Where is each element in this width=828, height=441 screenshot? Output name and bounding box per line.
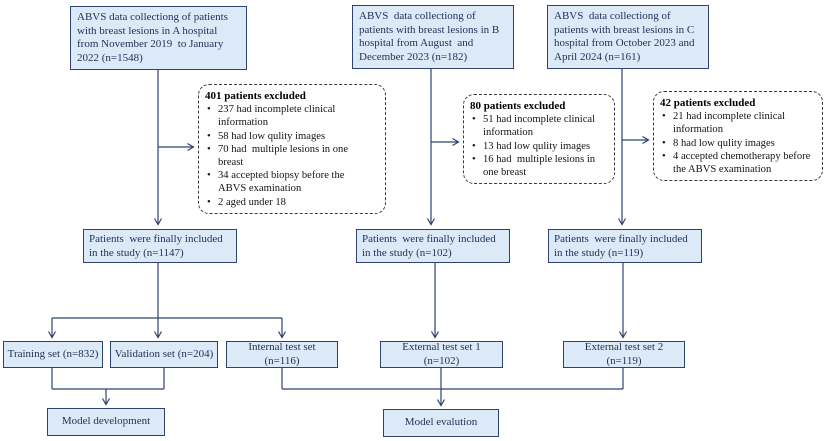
model-evaluation-text: Model evalution bbox=[404, 416, 478, 429]
bullet-icon bbox=[205, 103, 218, 129]
internal-test-set-text: Internal test set (n=116) bbox=[248, 341, 316, 367]
training-set-box: Training set (n=832) bbox=[3, 341, 103, 368]
hospital-a-text: ABVS data collectiong of patients with b… bbox=[77, 11, 228, 64]
model-development-text: Model development bbox=[61, 415, 151, 428]
external-test-set-1-box: External test set 1 (n=102) bbox=[380, 341, 503, 368]
validation-set-text: Validation set (n=204) bbox=[114, 347, 214, 360]
internal-test-set-box: Internal test set (n=116) bbox=[226, 341, 338, 368]
external-test-set-1-text: External test set 1 (n=102) bbox=[402, 341, 481, 367]
bullet-icon bbox=[205, 130, 218, 143]
bullet-icon bbox=[205, 196, 218, 209]
exclusion-item: 8 had low qulity images bbox=[660, 137, 816, 150]
bullet-icon bbox=[660, 110, 673, 136]
exclusion-item: 237 had incomplete clinical information bbox=[205, 103, 379, 129]
bullet-icon bbox=[470, 113, 483, 139]
exclusion-a-box: 401 patients excluded 237 had incomplete… bbox=[198, 84, 386, 214]
exclusion-item: 16 had multiple lesions in one breast bbox=[470, 153, 608, 179]
included-b-text: Patients were finally included in the st… bbox=[362, 233, 496, 259]
exclusion-c-title: 42 patients excluded bbox=[660, 97, 756, 109]
exclusion-b-title: 80 patients excluded bbox=[470, 100, 566, 112]
training-set-text: Training set (n=832) bbox=[7, 347, 99, 360]
included-a-text: Patients were finally included in the st… bbox=[89, 233, 223, 259]
arrow-group bbox=[47, 63, 650, 407]
included-b-box: Patients were finally included in the st… bbox=[356, 229, 510, 263]
model-evaluation-box: Model evalution bbox=[383, 409, 499, 437]
exclusion-a-title: 401 patients excluded bbox=[205, 90, 306, 102]
bullet-icon bbox=[205, 143, 218, 169]
bullet-icon bbox=[470, 140, 483, 153]
bullet-icon bbox=[470, 153, 483, 179]
hospital-b-text: ABVS data collectiong of patients with b… bbox=[359, 10, 500, 63]
exclusion-item: 51 had incomplete clinical information bbox=[470, 113, 608, 139]
validation-set-box: Validation set (n=204) bbox=[110, 341, 218, 368]
bullet-icon bbox=[205, 169, 218, 195]
exclusion-item: 70 had multiple lesions in one breast bbox=[205, 143, 379, 169]
exclusion-c-box: 42 patients excluded 21 had incomplete c… bbox=[653, 91, 823, 182]
included-c-box: Patients were finally included in the st… bbox=[548, 229, 702, 263]
exclusion-item: 13 had low qulity images bbox=[470, 140, 608, 153]
hospital-c-text: ABVS data collectiong of patients with b… bbox=[554, 10, 695, 63]
exclusion-item: 21 had incomplete clinical information bbox=[660, 110, 816, 136]
exclusion-b-box: 80 patients excluded 51 had incomplete c… bbox=[463, 94, 615, 185]
exclusion-item: 58 had low qulity images bbox=[205, 130, 379, 143]
external-test-set-2-box: External test set 2 (n=119) bbox=[563, 341, 685, 368]
exclusion-item: 4 accepted chemotherapy before the ABVS … bbox=[660, 150, 816, 176]
included-a-box: Patients were finally included in the st… bbox=[83, 229, 237, 263]
hospital-c-box: ABVS data collectiong of patients with b… bbox=[547, 5, 709, 69]
exclusion-item: 2 aged under 18 bbox=[205, 196, 379, 209]
included-c-text: Patients were finally included in the st… bbox=[554, 233, 688, 259]
external-test-set-2-text: External test set 2 (n=119) bbox=[584, 341, 664, 367]
hospital-a-box: ABVS data collectiong of patients with b… bbox=[70, 6, 247, 70]
bullet-icon bbox=[660, 150, 673, 176]
model-development-box: Model development bbox=[47, 408, 165, 436]
bullet-icon bbox=[660, 137, 673, 150]
exclusion-item: 34 accepted biopsy before the ABVS exami… bbox=[205, 169, 379, 195]
hospital-b-box: ABVS data collectiong of patients with b… bbox=[352, 5, 514, 69]
